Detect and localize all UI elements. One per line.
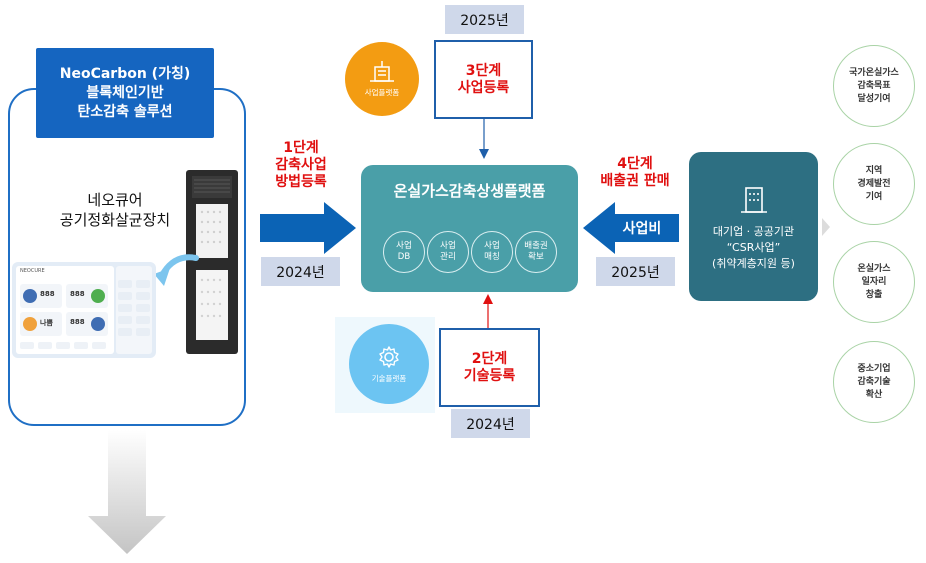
platform-title: 온실가스감축상생플랫폼	[393, 182, 546, 200]
stage1-arrow-icon	[260, 202, 356, 254]
benefit-circle: 중소기업 감축기술 확산	[833, 341, 915, 423]
chevron-right-icon	[822, 218, 830, 236]
csr-box: 대기업 · 공공기관 “CSR사업” (취약계층지원 등)	[689, 152, 818, 301]
stage3-box: 3단계 사업등록	[434, 40, 533, 119]
module-line: 사업	[396, 241, 412, 251]
module-line: 관리	[440, 252, 456, 262]
tech-platform-circle: 기술플랫폼	[349, 324, 429, 404]
benefit-line: 일자리	[861, 276, 887, 287]
tablet-reading: 나쁨	[40, 319, 53, 327]
stage3-year: 2025년	[445, 5, 524, 34]
stage4-year: 2025년	[596, 257, 675, 286]
benefit-line: 감축기술	[857, 376, 891, 387]
tablet-reading: 888	[70, 318, 85, 326]
building-icon	[370, 60, 394, 82]
benefit-line: 지역	[865, 165, 883, 176]
stage1-line: 방법등록	[275, 174, 327, 190]
tablet-reading: 888	[70, 290, 85, 298]
csr-line: “CSR사업”	[726, 240, 781, 254]
module-line: DB	[397, 252, 411, 262]
stage2-up-arrow-icon	[483, 294, 493, 330]
stage2-line: 기술등록	[463, 367, 516, 384]
platform-module-matching: 사업 매칭	[471, 231, 513, 273]
stage4-arrow-label: 사업비	[622, 221, 662, 237]
platform-module-credits: 배출권 확보	[515, 231, 557, 273]
benefit-line: 달성기여	[857, 93, 891, 104]
benefit-line: 창출	[865, 289, 883, 300]
benefit-line: 경제발전	[857, 178, 891, 189]
module-line: 매칭	[484, 252, 500, 262]
business-platform-circle: 사업플랫폼	[345, 42, 419, 116]
stage4-line: 배출권 판매	[600, 173, 670, 189]
benefit-line: 국가온실가스	[849, 67, 899, 78]
air-purifier-image	[186, 170, 238, 354]
tablet-frame	[12, 262, 156, 358]
benefit-circle: 온실가스 일자리 창출	[833, 241, 915, 323]
office-building-icon	[740, 186, 767, 213]
stage1-line: 1단계	[283, 140, 319, 156]
stage4-line: 4단계	[617, 156, 653, 172]
device-label: 네오큐어 공기정화살균장치	[20, 190, 210, 230]
module-line: 사업	[484, 241, 500, 251]
module-line: 확보	[528, 252, 544, 262]
platform-modules: 사업 DB 사업 관리 사업 매칭 배출권 확보	[383, 231, 557, 273]
stage1-year: 2024년	[261, 257, 340, 286]
stage3-down-arrow-icon	[479, 119, 489, 159]
tablet-reading: 888	[40, 290, 55, 298]
stage2-year: 2024년	[451, 409, 530, 438]
csr-line: 대기업 · 공공기관	[712, 224, 795, 238]
benefit-circle: 지역 경제발전 기여	[833, 143, 915, 225]
platform-module-db: 사업 DB	[383, 231, 425, 273]
csr-line: (취약계층지원 등)	[712, 256, 795, 270]
curved-arrow-icon	[154, 254, 199, 286]
stage4-arrow-icon	[583, 202, 679, 254]
benefit-line: 중소기업	[857, 363, 891, 374]
gear-icon	[379, 345, 399, 368]
device-label-line: 네오큐어	[87, 191, 143, 209]
solution-title-line: 블록체인기반	[86, 84, 164, 101]
tablet-brand: NEOCURE	[20, 268, 45, 274]
tech-platform-label: 기술플랫폼	[371, 373, 407, 383]
benefit-circle: 국가온실가스 감축목표 달성기여	[833, 45, 915, 127]
benefit-line: 온실가스	[857, 263, 891, 274]
platform-module-management: 사업 관리	[427, 231, 469, 273]
stage3-line: 3단계	[465, 62, 502, 79]
module-line: 사업	[440, 241, 456, 251]
benefit-line: 기여	[865, 191, 883, 202]
module-line: 배출권	[524, 241, 548, 251]
benefit-line: 확산	[865, 389, 883, 400]
solution-title-line: 탄소감축 솔루션	[77, 103, 173, 120]
solution-title-line: NeoCarbon (가칭)	[59, 65, 191, 82]
stage1-label: 1단계 감축사업 방법등록	[258, 140, 344, 191]
stage3-line: 사업등록	[457, 79, 510, 96]
device-label-line: 공기정화살균장치	[59, 211, 171, 229]
control-tablet: NEOCURE 888 888 나쁨 888	[12, 262, 156, 358]
stage4-label: 4단계 배출권 판매	[580, 156, 690, 190]
stage1-line: 감축사업	[275, 157, 327, 173]
stage2-box: 2단계 기술등록	[439, 328, 540, 407]
down-arrow-icon	[88, 430, 166, 554]
business-platform-label: 사업플랫폼	[364, 87, 400, 97]
benefit-line: 감축목표	[857, 80, 891, 91]
stage2-line: 2단계	[471, 350, 508, 367]
solution-title: NeoCarbon (가칭) 블록체인기반 탄소감축 솔루션	[36, 48, 214, 138]
